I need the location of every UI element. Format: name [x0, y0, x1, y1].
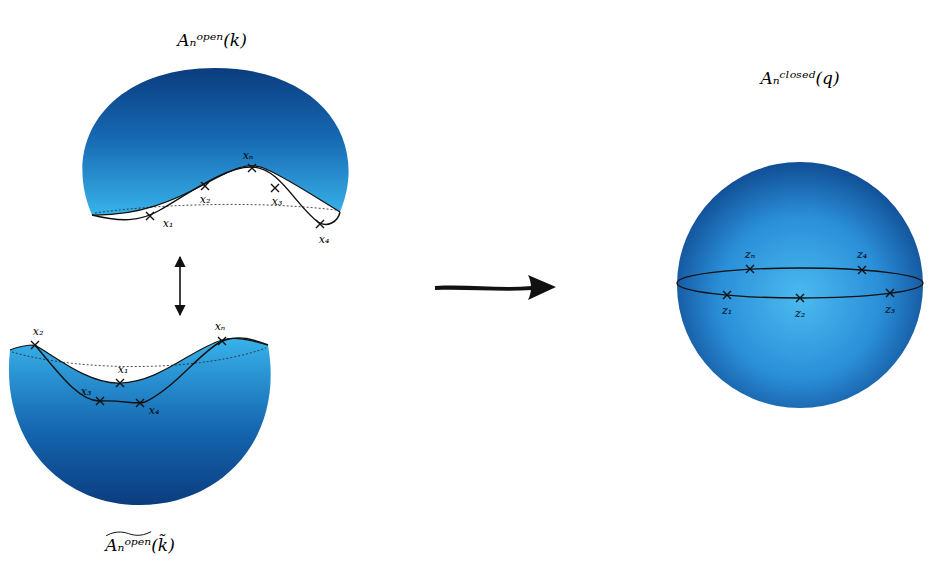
double-arrow: [179, 257, 181, 315]
equator-line: [677, 268, 923, 298]
amplitude-label: Aₙᵒᵖᵉⁿ(k̃): [105, 536, 175, 555]
point-label: z₄: [857, 249, 867, 261]
disk-surface: [82, 68, 348, 215]
marked-point: [201, 182, 209, 190]
disk-boundary: [35, 338, 268, 403]
disk-node: Aₙᵒᵖᵉⁿ(k) x₁ x₂ xₙ x₃ x₄: [80, 22, 352, 254]
marked-point: [136, 399, 144, 407]
marked-point: [886, 289, 894, 297]
node-outline: [0, 318, 282, 560]
point-label: x₁: [163, 218, 174, 230]
point-label: x₁: [118, 364, 129, 376]
point-label: z₃: [885, 304, 895, 316]
map-arrow: [435, 275, 556, 300]
marked-point: [723, 291, 731, 299]
point-label: z₁: [722, 305, 732, 317]
point-label: x₃: [272, 196, 283, 208]
marked-point: [116, 379, 124, 387]
marked-point: [218, 337, 226, 345]
marked-point: [746, 265, 754, 273]
point-label: xₙ: [215, 321, 226, 333]
point-label: x₂: [33, 326, 44, 338]
point-label: x₃: [81, 386, 92, 398]
node-outline: [80, 22, 352, 254]
marked-point: [271, 184, 279, 192]
arrow-head: [528, 275, 556, 300]
amplitude-label: Aₙᶜˡᵒˢᵉᵈ(q): [760, 69, 839, 88]
disk-node: x₂ xₙ x₁ x₃ x₄ Aₙᵒᵖᵉⁿ(k̃): [0, 318, 282, 560]
disk-surface: [9, 338, 271, 505]
marked-point: [248, 164, 256, 172]
arrow-shaft: [435, 286, 532, 291]
point-label: xₙ: [243, 150, 254, 162]
marked-point: [796, 294, 804, 302]
disk-boundary: [92, 167, 340, 224]
point-label: z₂: [795, 308, 805, 320]
sphere-node: Aₙᶜˡᵒˢᵉᵈ(q) zₙ z₄ z₁ z₂ z₃: [670, 55, 928, 415]
amplitude-label: Aₙᵒᵖᵉⁿ(k): [177, 31, 247, 50]
marked-point: [31, 341, 39, 349]
marked-point: [858, 266, 866, 274]
marked-point: [316, 220, 324, 228]
node-outline: [670, 55, 928, 415]
point-label: x₂: [200, 194, 211, 206]
point-label: zₙ: [745, 249, 755, 261]
marked-point: [146, 212, 154, 220]
point-label: x₄: [149, 405, 160, 417]
sphere-surface: [677, 162, 923, 408]
point-label: x₄: [319, 234, 330, 246]
marked-point: [96, 397, 104, 405]
